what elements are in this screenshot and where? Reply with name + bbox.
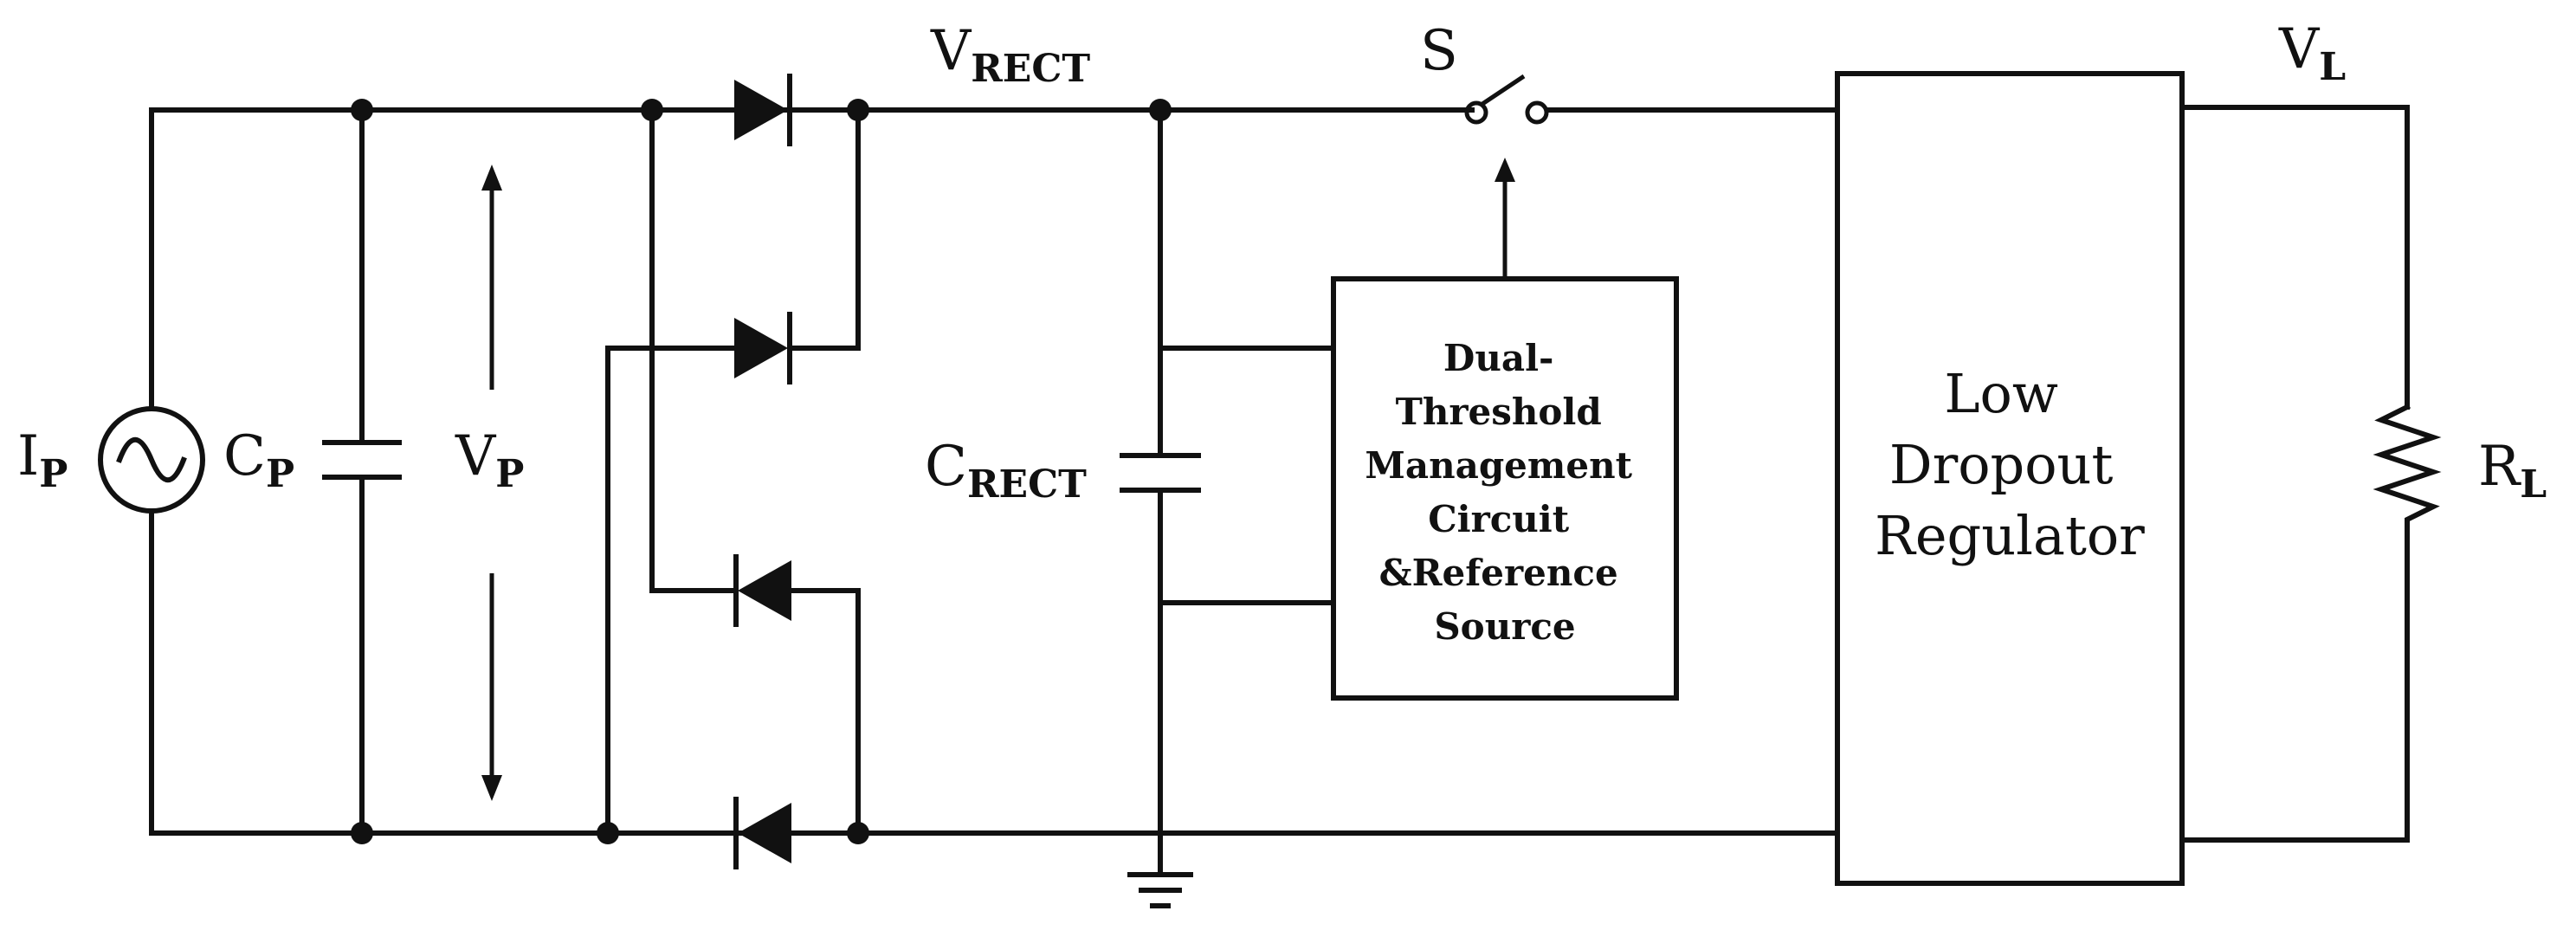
resistor-icon [2373, 403, 2442, 529]
ac-current-source-icon [98, 406, 205, 514]
bridge-right-upper [789, 107, 861, 351]
node-dot [1149, 99, 1172, 121]
bridge-right-lower [787, 588, 861, 836]
diode-icon [734, 312, 792, 384]
source-label: IP [17, 424, 68, 496]
c-rect-label: CRECT [925, 435, 1087, 507]
diode-icon [733, 554, 791, 627]
node-dot [641, 99, 663, 121]
v-p-label: VP [455, 424, 524, 496]
switch-icon [1464, 74, 1549, 125]
bridge-left-vertical [649, 107, 739, 593]
ldo-block-label: Low Dropout Regulator [1875, 362, 2145, 567]
capacitor-icon [1120, 453, 1201, 493]
ground-icon [1127, 872, 1193, 908]
node-dot [351, 822, 373, 844]
v-rect-label: VRECT [930, 19, 1090, 91]
ldo-block [1835, 71, 2185, 886]
node-dot [351, 99, 373, 121]
control-arrow [1495, 158, 1515, 279]
diode-icon [734, 74, 792, 146]
capacitor-icon [322, 440, 402, 480]
node-dot [597, 822, 619, 844]
threshold-management-block [1331, 276, 1679, 701]
node-dot [847, 822, 869, 844]
node-dot [847, 99, 869, 121]
threshold-block-label: Dual- Threshold Management Circuit &Refe… [1365, 337, 1644, 648]
bridge-second-vertical [605, 346, 737, 836]
diode-icon [733, 797, 791, 869]
r-l-label: RL [2478, 435, 2547, 507]
cap-p-label: CP [223, 424, 294, 496]
voltage-arrow-up [481, 165, 502, 390]
v-l-label: VL [2278, 17, 2346, 89]
output-wire [2179, 105, 2410, 843]
voltage-arrow-down [481, 573, 502, 801]
switch-label: S [1420, 19, 1458, 83]
